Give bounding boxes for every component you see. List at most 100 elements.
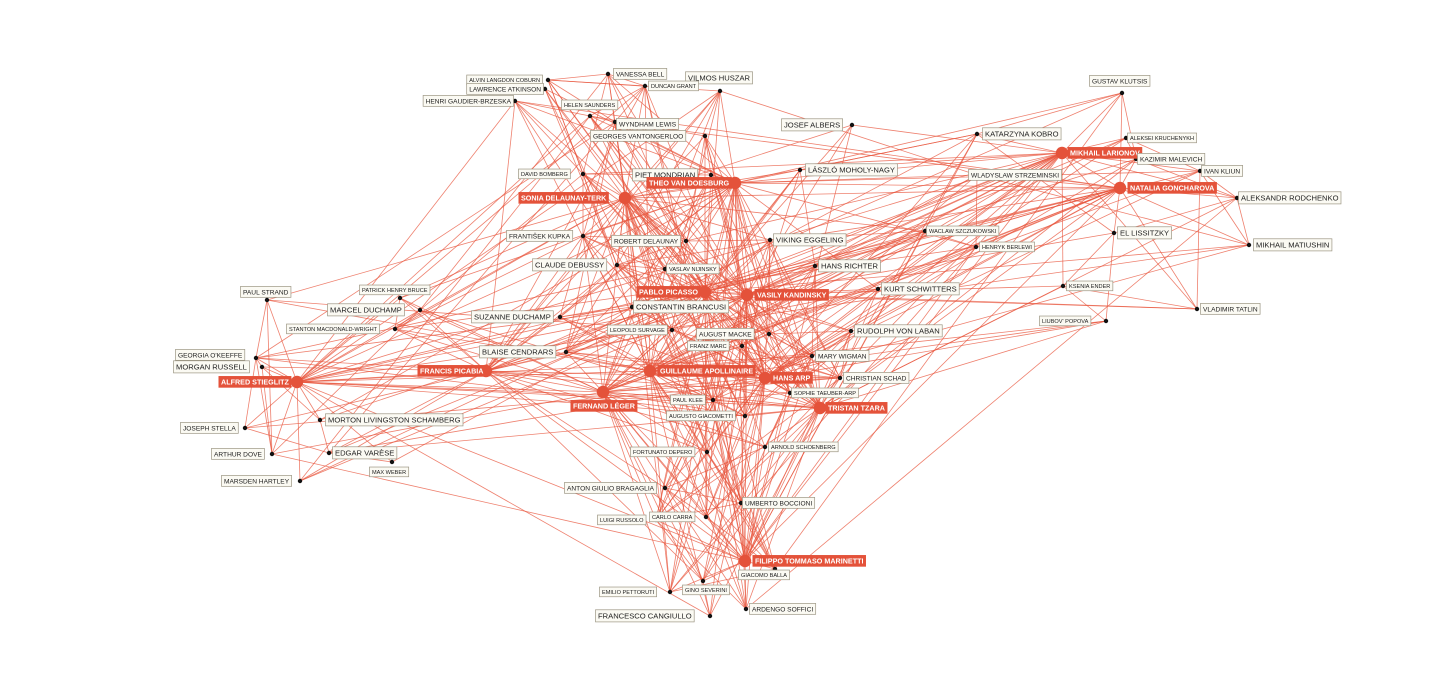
label-theo[interactable]: THEO VAN DOESBURG xyxy=(646,177,732,189)
node-matiu[interactable] xyxy=(1246,242,1252,248)
label-schamb[interactable]: MORTON LIVINGSTON SCHAMBERG xyxy=(325,413,464,427)
label-wright[interactable]: STANTON MACDONALD-WRIGHT xyxy=(286,323,380,335)
node-vbell[interactable] xyxy=(605,71,611,77)
label-rdel[interactable]: ROBERT DELAUNAY xyxy=(611,235,681,247)
node-severini[interactable] xyxy=(700,578,706,584)
node-okeeffe[interactable] xyxy=(253,355,259,361)
node-richter[interactable] xyxy=(812,263,818,269)
label-vbell[interactable]: VANESSA BELL xyxy=(613,68,668,80)
node-schwitt[interactable] xyxy=(875,286,881,292)
label-severini[interactable]: GINO SEVERINI xyxy=(682,584,730,596)
node-weber[interactable] xyxy=(389,459,395,465)
node-survage[interactable] xyxy=(669,327,675,333)
label-stieg[interactable]: ALFRED STIEGLITZ xyxy=(218,376,292,388)
label-kandin[interactable]: VASILY KANDINSKY xyxy=(754,289,829,301)
label-carra[interactable]: CARLO CARRA xyxy=(649,511,696,523)
label-rodch[interactable]: ALEKSANDR RODCHENKO xyxy=(1238,191,1342,205)
label-debuss[interactable]: CLAUDE DEBUSSY xyxy=(532,258,608,272)
label-marinetti[interactable]: FILIPPO TOMMASO MARINETTI xyxy=(752,555,866,567)
node-debuss[interactable] xyxy=(614,262,620,268)
node-saund[interactable] xyxy=(587,113,593,119)
node-atkin[interactable] xyxy=(542,86,548,92)
label-saund[interactable]: HELEN SAUNDERS xyxy=(561,99,619,111)
label-taeuber[interactable]: SOPHIE TAEUBER-ARP xyxy=(791,387,859,399)
label-schad[interactable]: CHRISTIAN SCHAD xyxy=(843,372,910,384)
node-lissitz[interactable] xyxy=(1111,230,1117,236)
label-albers[interactable]: JOSEF ALBERS xyxy=(781,118,843,132)
node-kandin[interactable] xyxy=(740,288,754,302)
node-cendrars[interactable] xyxy=(563,349,569,355)
label-malev[interactable]: KAZIMIR MALEVICH xyxy=(1137,153,1206,165)
node-moholy[interactable] xyxy=(797,167,803,173)
label-leger[interactable]: FERNAND LÉGER xyxy=(570,400,638,412)
node-szcz[interactable] xyxy=(922,228,928,234)
label-survage[interactable]: LEOPOLD SURVAGE xyxy=(607,324,668,336)
label-atkin[interactable]: LAWRENCE ATKINSON xyxy=(466,83,544,95)
label-eggel[interactable]: VIKING EGGELING xyxy=(773,233,847,247)
node-rodch[interactable] xyxy=(1234,195,1240,201)
label-pettor[interactable]: EMILIO PETTORUTI xyxy=(599,586,657,598)
node-soffici[interactable] xyxy=(743,606,749,612)
label-cangiullo[interactable]: FRANCESCO CANGIULLO xyxy=(595,609,695,623)
label-kobro[interactable]: KATARZYNA KOBRO xyxy=(982,127,1062,141)
label-schoen[interactable]: ARNOLD SCHOENBERG xyxy=(768,441,839,453)
label-popova[interactable]: LIUBOV' POPOVA xyxy=(1039,315,1092,327)
label-brancusi[interactable]: CONSTANTIN BRANCUSI xyxy=(633,300,730,314)
label-gaud[interactable]: HENRI GAUDIER-BRZESKA xyxy=(422,95,514,107)
label-strzem[interactable]: WLADYSLAW STRZEMINSKI xyxy=(968,169,1062,181)
node-varese[interactable] xyxy=(326,450,332,456)
label-lewis[interactable]: WYNDHAM LEWIS xyxy=(616,118,680,130)
label-nijin[interactable]: VASLAV NIJINSKY xyxy=(666,263,720,275)
label-arp[interactable]: HANS ARP xyxy=(770,372,813,384)
node-dove[interactable] xyxy=(269,451,275,457)
label-picasso[interactable]: PABLO PICASSO xyxy=(636,286,701,298)
label-giacom[interactable]: AUGUSTO GIACOMETTI xyxy=(666,410,736,422)
node-apoll[interactable] xyxy=(643,364,657,378)
label-depero[interactable]: FORTUNATO DEPERO xyxy=(630,446,696,458)
label-russolo[interactable]: LUIGI RUSSOLO xyxy=(597,514,647,526)
label-cendrars[interactable]: BLAISE CENDRARS xyxy=(479,345,557,359)
label-boccioni[interactable]: UMBERTO BOCCIONI xyxy=(742,497,816,509)
node-kobro[interactable] xyxy=(974,131,980,137)
node-sduch[interactable] xyxy=(557,314,563,320)
label-tatlin[interactable]: VLADIMIR TATLIN xyxy=(1200,303,1261,315)
node-sonia[interactable] xyxy=(618,191,632,205)
node-stieg[interactable] xyxy=(290,375,304,389)
label-duch[interactable]: MARCEL DUCHAMP xyxy=(327,303,405,317)
label-kupka[interactable]: FRANTIŠEK KUPKA xyxy=(506,230,574,242)
node-braga[interactable] xyxy=(662,485,668,491)
node-ender[interactable] xyxy=(1060,283,1066,289)
label-richter[interactable]: HANS RICHTER xyxy=(818,259,881,273)
node-albers[interactable] xyxy=(849,122,855,128)
node-brancusi[interactable] xyxy=(629,304,635,310)
label-klee[interactable]: PAUL KLEE xyxy=(670,394,706,406)
label-sduch[interactable]: SUZANNE DUCHAMP xyxy=(471,310,554,324)
node-rdel[interactable] xyxy=(683,238,689,244)
node-coburn[interactable] xyxy=(545,77,551,83)
node-nijin[interactable] xyxy=(662,266,668,272)
node-marc[interactable] xyxy=(739,343,745,349)
node-hartley[interactable] xyxy=(297,478,303,484)
label-stella[interactable]: JOSEPH STELLA xyxy=(180,422,239,434)
node-vanto[interactable] xyxy=(702,133,708,139)
node-kupka[interactable] xyxy=(580,233,586,239)
label-berlewi[interactable]: HENRYK BERLEWI xyxy=(979,241,1035,253)
node-schamb[interactable] xyxy=(317,417,323,423)
label-russell[interactable]: MORGAN RUSSELL xyxy=(173,360,250,374)
node-picasso[interactable] xyxy=(698,285,712,299)
label-soffici[interactable]: ARDENGO SOFFICI xyxy=(749,603,817,615)
node-macke[interactable] xyxy=(766,331,772,337)
node-husz[interactable] xyxy=(717,88,723,94)
node-tzara[interactable] xyxy=(813,401,827,415)
node-berlewi[interactable] xyxy=(973,244,979,250)
node-marinetti[interactable] xyxy=(738,554,752,568)
label-vanto[interactable]: GEORGES VANTONGERLOO xyxy=(590,130,687,142)
label-balla[interactable]: GIACOMO BALLA xyxy=(738,569,790,581)
label-picabia[interactable]: FRANCIS PICABIA xyxy=(417,365,487,377)
label-klutsis[interactable]: GUSTAV KLUTSIS xyxy=(1089,75,1151,87)
node-laban[interactable] xyxy=(848,328,854,334)
node-klee[interactable] xyxy=(710,397,716,403)
label-wigman[interactable]: MARY WIGMAN xyxy=(815,350,870,362)
node-klutsis[interactable] xyxy=(1119,90,1125,96)
node-carra[interactable] xyxy=(703,514,709,520)
